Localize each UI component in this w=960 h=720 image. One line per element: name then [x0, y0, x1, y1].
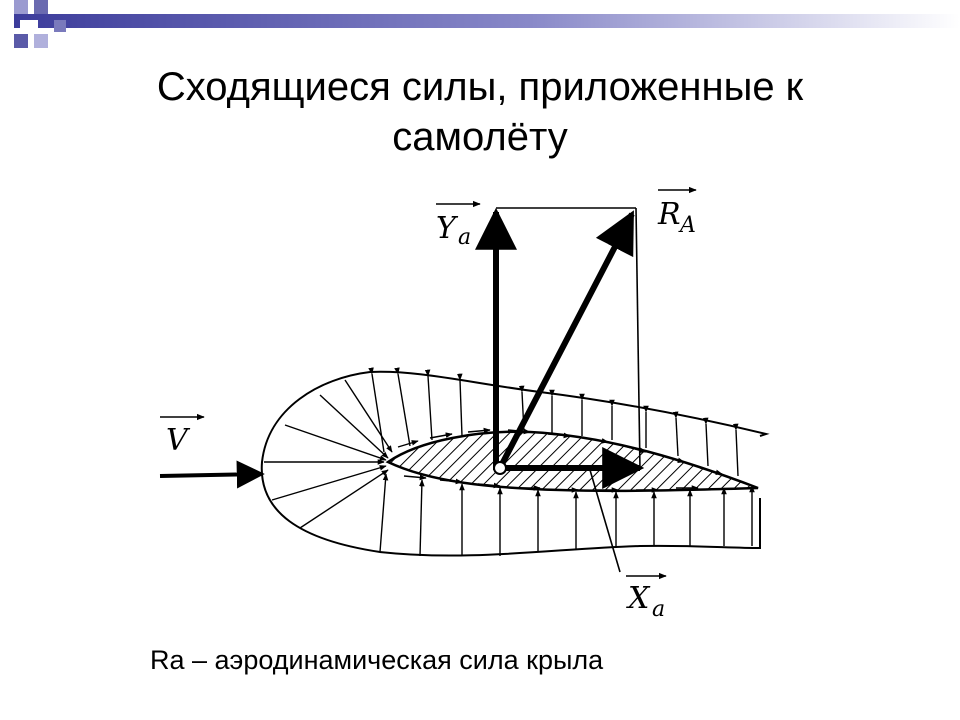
- drag-label-leader: [589, 469, 621, 573]
- label-xa-sub: a: [652, 597, 665, 622]
- header-gradient-bar: [0, 14, 960, 28]
- label-v-text: V: [166, 423, 191, 458]
- deco-square: [20, 20, 38, 38]
- label-ra: R A: [657, 186, 697, 238]
- deco-square: [14, 34, 28, 48]
- header-decoration: [0, 0, 960, 48]
- lower-pressure-arrows: [379, 473, 755, 557]
- label-xa: X a: [626, 572, 667, 622]
- slide-title: Сходящиеся силы, приложенные к самолёту: [60, 62, 900, 162]
- label-ya-text: Y: [436, 211, 459, 246]
- deco-square: [14, 0, 28, 14]
- slide-title-line1: Сходящиеся силы, приложенные к: [156, 65, 804, 109]
- resultant-force-arrow: [497, 210, 635, 470]
- slide-caption: Ra – аэродинамическая сила крыла: [150, 645, 604, 675]
- wing-force-diagram: V Y a R A X a: [159, 186, 770, 622]
- deco-square: [0, 14, 14, 28]
- slide-title-line2: самолёту: [392, 115, 568, 159]
- deco-square: [54, 20, 66, 32]
- deco-square: [34, 0, 48, 14]
- label-ya: Y a: [436, 200, 481, 250]
- nose-pressure-arrows: [264, 379, 393, 529]
- airfoil-section: [385, 430, 759, 493]
- label-ra-sub: A: [678, 213, 696, 238]
- label-ya-sub: a: [458, 225, 471, 250]
- velocity-arrow: [159, 460, 265, 489]
- deco-square: [34, 34, 48, 48]
- label-v: V: [160, 413, 205, 458]
- force-application-point: [493, 461, 507, 475]
- force-parallelogram: [496, 207, 641, 471]
- label-ra-text: R: [657, 197, 681, 232]
- pressure-envelope-outline: [260, 370, 770, 557]
- label-xa-text: X: [626, 581, 651, 616]
